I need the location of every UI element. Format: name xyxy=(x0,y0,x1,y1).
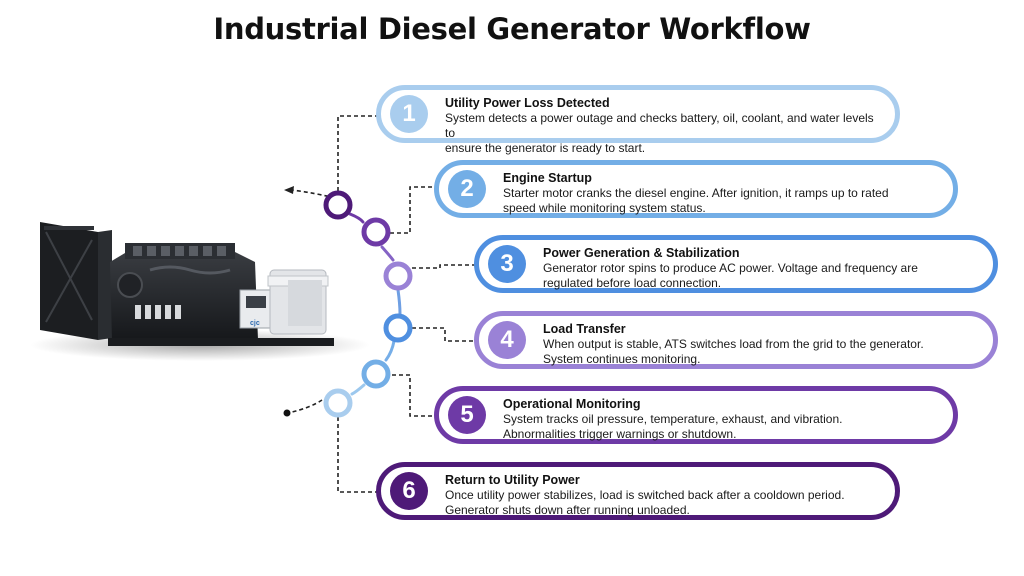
ring-1 xyxy=(323,388,353,418)
step-desc-6-line2: Generator shuts down after running unloa… xyxy=(445,503,690,517)
step-title-5: Operational Monitoring xyxy=(503,397,641,411)
step-title-3: Power Generation & Stabilization xyxy=(543,246,740,260)
step-desc-1-line1: System detects a power outage and checks… xyxy=(445,111,874,140)
arrow-head-icon xyxy=(284,186,294,194)
ring-3 xyxy=(383,313,413,343)
connector-lines xyxy=(287,115,478,493)
step-card-3: 3 Power Generation & Stabilization Gener… xyxy=(474,235,998,293)
ring-links xyxy=(348,212,402,396)
step-title-2: Engine Startup xyxy=(503,171,592,185)
connector-3 xyxy=(412,264,478,269)
step-desc-4-line2: System continues monitoring. xyxy=(543,352,701,366)
brand-logo: cjc xyxy=(250,320,260,327)
end-dot-icon xyxy=(283,409,291,417)
step-desc-1-line2: ensure the generator is ready to start. xyxy=(445,141,646,155)
step-card-6: 6 Return to Utility Power Once utility p… xyxy=(376,462,900,520)
ring-6 xyxy=(323,190,353,220)
connector-6 xyxy=(337,417,378,493)
diesel-generator-illustration: cjc xyxy=(30,222,370,361)
ring-2 xyxy=(361,359,391,389)
step-desc-3-line2: regulated before load connection. xyxy=(543,276,722,290)
connector-5 xyxy=(392,374,436,417)
step-number-5: 5 xyxy=(448,396,486,434)
step-number-4: 4 xyxy=(488,321,526,359)
step-title-4: Load Transfer xyxy=(543,322,626,336)
step-desc-4-line1: When output is stable, ATS switches load… xyxy=(543,337,924,351)
connector-4 xyxy=(412,327,476,342)
step-card-2: 2 Engine Startup Starter motor cranks th… xyxy=(434,160,958,218)
step-desc-2-line2: speed while monitoring system status. xyxy=(503,201,706,215)
step-desc-5-line1: System tracks oil pressure, temperature,… xyxy=(503,412,843,426)
step-title-1: Utility Power Loss Detected xyxy=(445,96,610,110)
step-desc-3-line1: Generator rotor spins to produce AC powe… xyxy=(543,261,918,275)
ring-5 xyxy=(361,217,391,247)
step-number-6: 6 xyxy=(390,472,428,510)
page-title: Industrial Diesel Generator Workflow xyxy=(213,12,811,46)
connector-1 xyxy=(337,115,378,198)
step-desc-2-line1: Starter motor cranks the diesel engine. … xyxy=(503,186,889,200)
step-desc-6-line1: Once utility power stabilizes, load is s… xyxy=(445,488,845,502)
connector-2 xyxy=(390,186,436,234)
step-number-3: 3 xyxy=(488,245,526,283)
timeline-rings xyxy=(323,190,413,418)
step-card-1: 1 Utility Power Loss Detected System det… xyxy=(376,85,900,155)
output-arc xyxy=(287,399,323,414)
step-number-2: 2 xyxy=(448,170,486,208)
step-number-1: 1 xyxy=(390,95,428,133)
step-title-6: Return to Utility Power xyxy=(445,473,580,487)
step-card-5: 5 Operational Monitoring System tracks o… xyxy=(434,386,958,444)
step-card-4: 4 Load Transfer When output is stable, A… xyxy=(474,311,998,369)
svg-text:cjc: cjc xyxy=(250,320,260,327)
ring-4 xyxy=(383,261,413,291)
step-desc-5-line2: Abnormalities trigger warnings or shutdo… xyxy=(503,427,737,441)
